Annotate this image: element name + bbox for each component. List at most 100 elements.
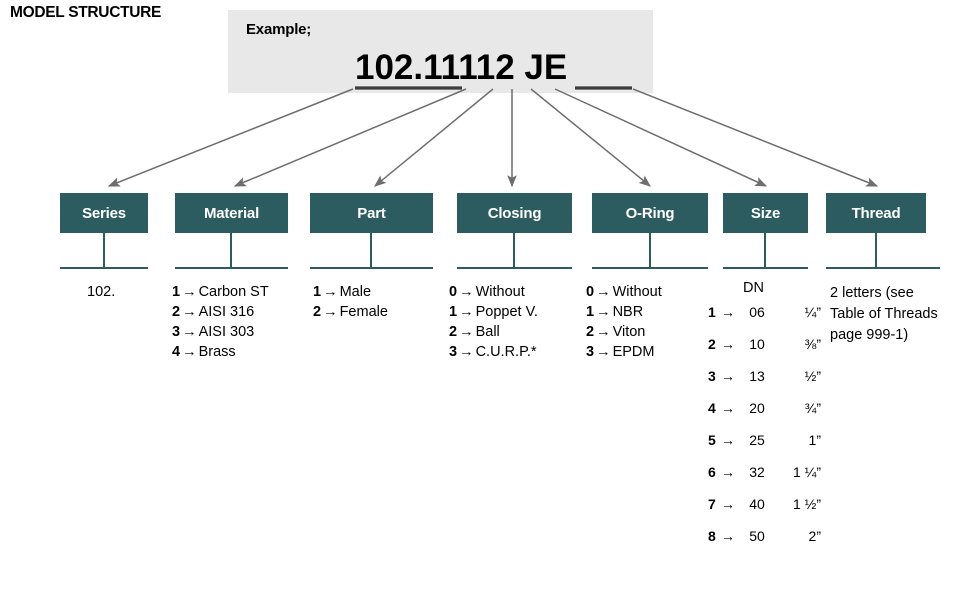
arrow-icon: →: [459, 344, 474, 360]
size-dn: 40: [749, 496, 765, 512]
option-key: 2: [586, 324, 595, 340]
size-dn: 32: [749, 464, 765, 480]
size-inch: 1”: [808, 432, 821, 448]
header-box-oring[interactable]: O-Ring: [592, 193, 708, 233]
thread-note-line: Table of Threads: [830, 306, 938, 322]
size-key: 2: [708, 336, 716, 352]
thread-note-line: 2 letters (see: [830, 285, 914, 301]
size-dn-header: DN: [743, 280, 764, 296]
option-key: 3: [172, 324, 181, 340]
option-label: Carbon ST: [198, 284, 269, 300]
size-dn: 13: [749, 368, 765, 384]
column-body-thread: 2 letters (see Table of Threads page 999…: [830, 283, 980, 346]
option-key: 2: [172, 304, 181, 320]
example-panel: [228, 10, 653, 93]
size-row: 2 → 10 ⅜”: [708, 336, 821, 368]
size-dn: 06: [749, 304, 765, 320]
option-label: EPDM: [612, 344, 655, 360]
option-row: 2→Viton: [586, 323, 662, 342]
arrow-icon: →: [323, 284, 338, 300]
arrow-icon: →: [323, 304, 338, 320]
arrow-icon: →: [721, 432, 735, 448]
arrow-icon: →: [721, 400, 735, 416]
column-body-material: 1→Carbon ST 2→AISI 316 3→AISI 303 4→Bras…: [172, 283, 269, 363]
size-key: 3: [708, 368, 716, 384]
header-box-closing[interactable]: Closing: [457, 193, 572, 233]
option-label: C.U.R.P.*: [475, 344, 537, 360]
option-key: 0: [449, 284, 458, 300]
arrow-icon: →: [459, 284, 474, 300]
option-row: 1→Male: [313, 283, 388, 302]
size-row: 8 → 50 2”: [708, 528, 821, 560]
column-body-series: 102.: [87, 283, 115, 302]
example-label: Example;: [246, 21, 312, 38]
size-key: 1: [708, 304, 716, 320]
header-box-series[interactable]: Series: [60, 193, 148, 233]
option-key: 4: [172, 344, 181, 360]
size-row: 6 → 32 1 ¼”: [708, 464, 821, 496]
size-inch: ¾”: [804, 400, 821, 416]
option-label: Poppet V.: [475, 304, 538, 320]
column-body-part: 1→Male 2→Female: [313, 283, 388, 323]
option-key: 3: [586, 344, 595, 360]
arrow-icon: →: [721, 496, 735, 512]
size-inch: ½”: [804, 368, 821, 384]
column-body-closing: 0→Without 1→Poppet V. 2→Ball 3→C.U.R.P.*: [449, 283, 538, 363]
example-model-code: 102.11112 JE: [355, 48, 568, 87]
option-label: NBR: [612, 304, 644, 320]
size-inch: ¼”: [804, 304, 821, 320]
option-row: 1→Carbon ST: [172, 283, 269, 302]
size-key: 4: [708, 400, 716, 416]
thread-note-line: page 999-1): [830, 327, 909, 343]
column-body-oring: 0→Without 1→NBR 2→Viton 3→EPDM: [586, 283, 662, 363]
arrow-icon: →: [596, 344, 611, 360]
size-key: 7: [708, 496, 716, 512]
arrow-icon: →: [182, 324, 197, 340]
option-row: 1→Poppet V.: [449, 303, 538, 322]
arrow-icon: →: [596, 304, 611, 320]
option-row: 2→Ball: [449, 323, 538, 342]
option-label: Without: [612, 284, 662, 300]
arrow-icon: →: [721, 528, 735, 544]
arrow-icon: →: [721, 304, 735, 320]
arrow-icon: →: [459, 304, 474, 320]
option-key: 1: [313, 284, 322, 300]
option-label: Viton: [612, 324, 646, 340]
header-box-part[interactable]: Part: [310, 193, 433, 233]
size-inch: ⅜”: [804, 336, 821, 352]
option-row: 3→AISI 303: [172, 323, 269, 342]
size-row: 5 → 25 1”: [708, 432, 821, 464]
option-label: AISI 316: [198, 304, 255, 320]
size-inch: 2”: [808, 528, 821, 544]
size-row: 7 → 40 1 ½”: [708, 496, 821, 528]
header-box-thread[interactable]: Thread: [826, 193, 926, 233]
option-label: Ball: [475, 324, 500, 340]
arrow-icon: →: [721, 464, 735, 480]
size-dn: 50: [749, 528, 765, 544]
size-key: 6: [708, 464, 716, 480]
header-box-material[interactable]: Material: [175, 193, 288, 233]
option-key: 1: [172, 284, 181, 300]
size-dn: 20: [749, 400, 765, 416]
option-row: 2→Female: [313, 303, 388, 322]
size-dn: 25: [749, 432, 765, 448]
option-row: 3→EPDM: [586, 343, 662, 362]
header-box-size[interactable]: Size: [723, 193, 808, 233]
option-key: 2: [313, 304, 322, 320]
arrow-icon: →: [721, 336, 735, 352]
option-label: Brass: [198, 344, 236, 360]
arrow-icon: →: [182, 344, 197, 360]
size-key: 8: [708, 528, 716, 544]
arrow-icon: →: [596, 324, 611, 340]
arrow-icon: →: [596, 284, 611, 300]
arrow-icon: →: [182, 304, 197, 320]
size-row: 4 → 20 ¾”: [708, 400, 821, 432]
option-key: 1: [586, 304, 595, 320]
arrow-icon: →: [182, 284, 197, 300]
option-label: AISI 303: [198, 324, 255, 340]
option-key: 1: [449, 304, 458, 320]
size-row: 1 → 06 ¼”: [708, 304, 821, 336]
option-key: 0: [586, 284, 595, 300]
option-label: Without: [475, 284, 525, 300]
option-label: Female: [339, 304, 388, 320]
